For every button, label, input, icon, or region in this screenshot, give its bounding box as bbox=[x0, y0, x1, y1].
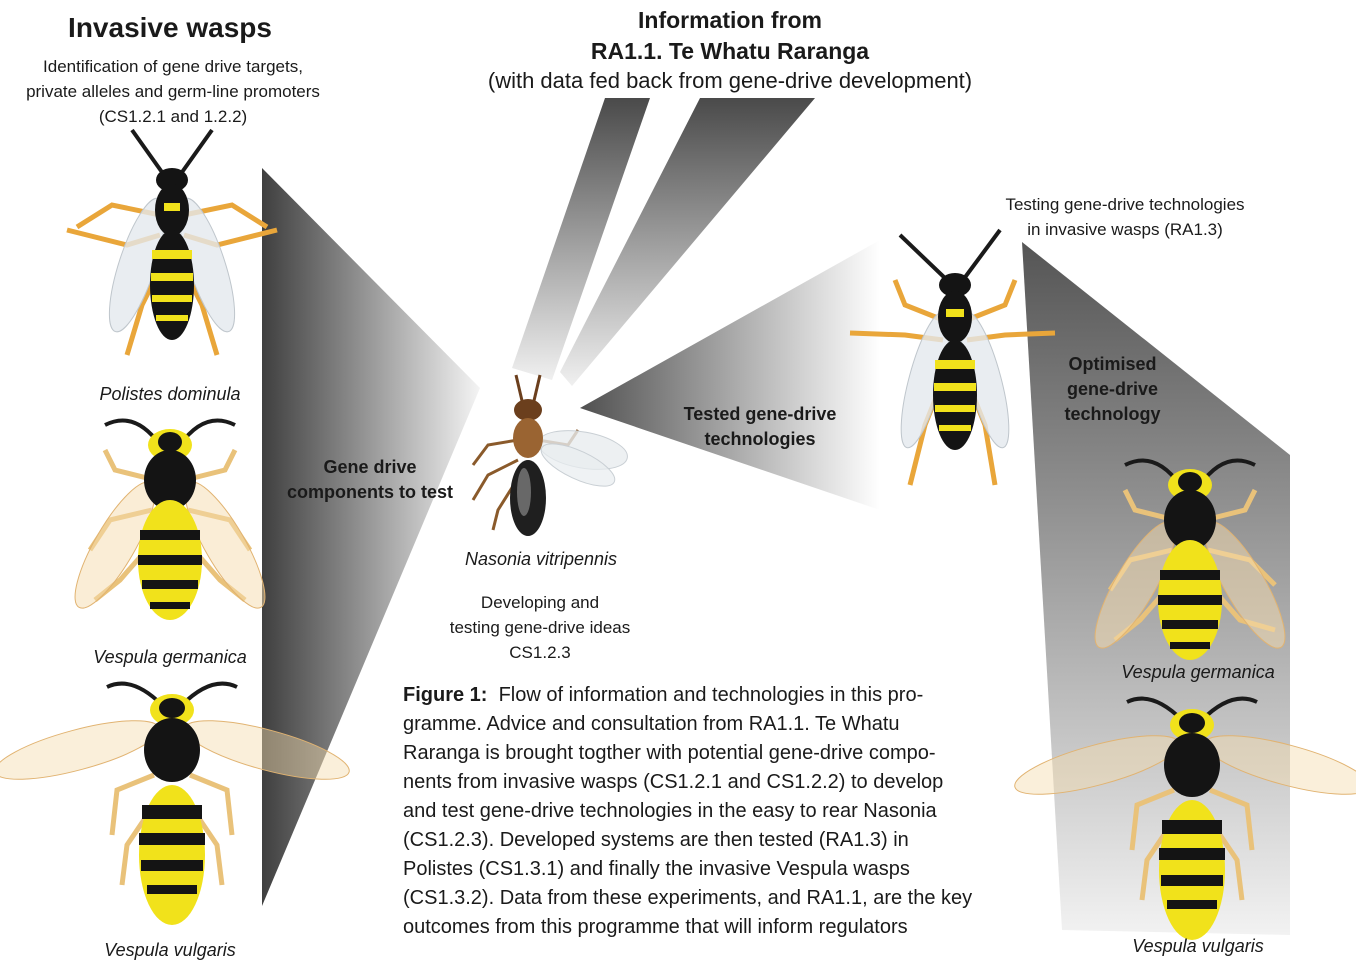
left-column-subtitle: Identification of gene drive targets, pr… bbox=[0, 54, 346, 129]
caption-line: Raranga is brought togther with potentia… bbox=[403, 739, 1023, 768]
right-column-title: Testing gene-drive technologies in invas… bbox=[975, 192, 1275, 242]
arrow-label-line: gene-drive bbox=[1030, 377, 1195, 402]
caption-line: gramme. Advice and consultation from RA1… bbox=[403, 710, 1023, 739]
caption-line: and test gene-drive technologies in the … bbox=[403, 797, 1023, 826]
right-title-line: Testing gene-drive technologies bbox=[975, 192, 1275, 217]
caption-line: (CS1.3.2). Data from these experiments, … bbox=[403, 884, 1023, 913]
top-info-subtitle: (with data fed back from gene-drive deve… bbox=[440, 68, 1020, 94]
caption-label: Figure 1: bbox=[403, 684, 487, 706]
species-label-polistes-dominula: Polistes dominula bbox=[50, 384, 290, 405]
arrow-label-left: Gene drive components to test bbox=[270, 455, 470, 505]
arrow-label-line: Optimised bbox=[1030, 352, 1195, 377]
nasonia-description: Developing and testing gene-drive ideas … bbox=[420, 590, 660, 665]
caption-line: nents from invasive wasps (CS1.2.1 and C… bbox=[403, 768, 1023, 797]
left-subtitle-line: private alleles and germ-line promoters bbox=[0, 79, 346, 104]
arrow-label-middle: Tested gene-drive technologies bbox=[660, 402, 860, 452]
wasp-vespula-germanica-left bbox=[62, 421, 279, 621]
top-title-line: Information from bbox=[440, 5, 1020, 36]
caption-line: Polistes (CS1.3.1) and finally the invas… bbox=[403, 855, 1023, 884]
species-label-vespula-vulgaris-right: Vespula vulgaris bbox=[1078, 936, 1318, 957]
left-subtitle-line: (CS1.2.1 and 1.2.2) bbox=[0, 104, 346, 129]
species-label-nasonia-vitripennis: Nasonia vitripennis bbox=[421, 549, 661, 570]
caption-line-text: Flow of information and technologies in … bbox=[499, 684, 924, 706]
nasonia-description-line: CS1.2.3 bbox=[420, 640, 660, 665]
caption-line: (CS1.2.3). Developed systems are then te… bbox=[403, 826, 1023, 855]
nasonia-description-line: testing gene-drive ideas bbox=[420, 615, 660, 640]
species-label-vespula-germanica-left: Vespula germanica bbox=[50, 647, 290, 668]
top-info-title: Information from RA1.1. Te Whatu Raranga bbox=[440, 5, 1020, 67]
species-label-vespula-vulgaris-left: Vespula vulgaris bbox=[50, 940, 290, 961]
nasonia-description-line: Developing and bbox=[420, 590, 660, 615]
caption-line: outcomes from this programme that will i… bbox=[403, 913, 1023, 942]
arrow-label-line: components to test bbox=[270, 480, 470, 505]
left-column-title: Invasive wasps bbox=[0, 12, 340, 44]
arrow-label-line: technologies bbox=[660, 427, 860, 452]
figure-caption: Figure 1: Flow of information and techno… bbox=[403, 681, 1023, 942]
caption-line: Figure 1: Flow of information and techno… bbox=[403, 681, 1023, 710]
right-title-line: in invasive wasps (RA1.3) bbox=[975, 217, 1275, 242]
species-label-vespula-germanica-right: Vespula germanica bbox=[1078, 662, 1318, 683]
arrow-label-line: technology bbox=[1030, 402, 1195, 427]
top-title-line: RA1.1. Te Whatu Raranga bbox=[440, 36, 1020, 67]
wasp-polistes-dominula-left bbox=[67, 130, 277, 355]
arrow-label-line: Tested gene-drive bbox=[660, 402, 860, 427]
arrow-label-right: Optimised gene-drive technology bbox=[1030, 352, 1195, 427]
left-subtitle-line: Identification of gene drive targets, bbox=[0, 54, 346, 79]
arrow-label-line: Gene drive bbox=[270, 455, 470, 480]
